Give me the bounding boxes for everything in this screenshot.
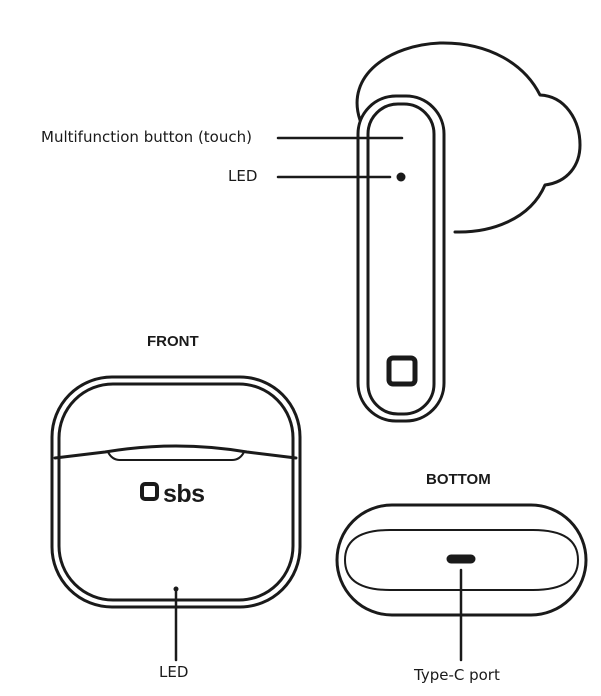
earbud-head [355, 41, 582, 234]
case-led-label: LED [159, 663, 189, 681]
multifunction-button-label: Multifunction button (touch) [41, 128, 252, 146]
front-heading: FRONT [147, 333, 199, 350]
type-c-port-icon [446, 554, 476, 564]
svg-text:sbs: sbs [163, 480, 205, 508]
case-lid-seam-inner [107, 451, 245, 461]
case-bottom-inner [344, 529, 579, 591]
earbud-led-dot [396, 172, 406, 182]
earbud-led-label: LED [228, 167, 258, 185]
type-c-port-label: Type-C port [414, 666, 500, 684]
earbud-stem-outer [356, 94, 446, 423]
case-lid-seam [53, 444, 298, 460]
sbs-square-logo-icon [386, 355, 418, 387]
case-led-dot [173, 586, 179, 592]
sbs-logo: sbs [140, 480, 205, 508]
bottom-heading: BOTTOM [426, 471, 491, 488]
earbud-stem-inner [366, 102, 436, 416]
